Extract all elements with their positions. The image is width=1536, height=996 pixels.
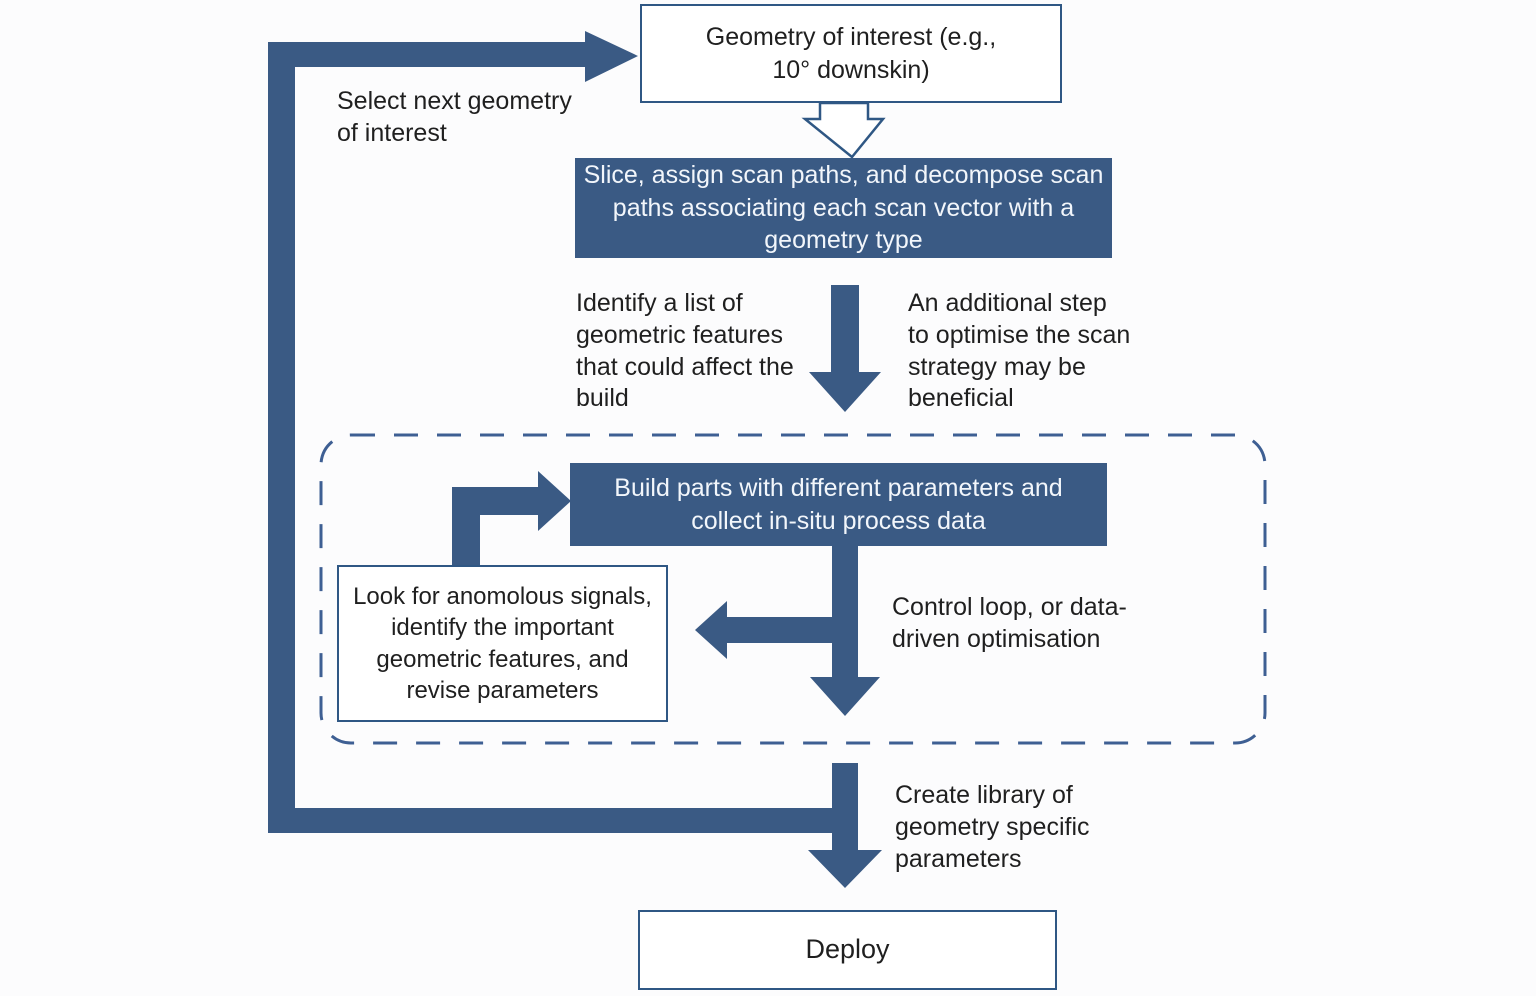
deploy-box: Deploy xyxy=(638,910,1057,990)
revise-to-build-elbow-arrow xyxy=(452,471,571,570)
slice-assign-scan-paths-box: Slice, assign scan paths, and decompose … xyxy=(575,158,1112,258)
identify-features-label: Identify a list of geometric features th… xyxy=(576,289,794,413)
select-next-geometry-label: Select next geometry of interest xyxy=(337,87,572,147)
geometry-to-slice-hollow-arrow xyxy=(801,101,886,159)
control-loop-dashed-container xyxy=(319,433,1267,745)
control-loop-label: Control loop, or data- driven optimisati… xyxy=(892,593,1127,653)
look-for-anomalous-signals-box: Look for anomolous signals, identify the… xyxy=(337,565,668,722)
geometry-of-interest-box: Geometry of interest (e.g., 10° downskin… xyxy=(640,4,1062,103)
build-parts-box: Build parts with different parameters an… xyxy=(570,463,1107,546)
build-down-arrow xyxy=(810,546,880,716)
optimise-scan-strategy-label: An additional step to optimise the scan … xyxy=(908,289,1131,413)
create-library-down-arrow xyxy=(808,763,882,888)
slice-to-build-arrow xyxy=(809,285,881,412)
loop-to-look-left-arrow xyxy=(695,601,832,659)
create-library-label: Create library of geometry specific para… xyxy=(895,781,1090,873)
